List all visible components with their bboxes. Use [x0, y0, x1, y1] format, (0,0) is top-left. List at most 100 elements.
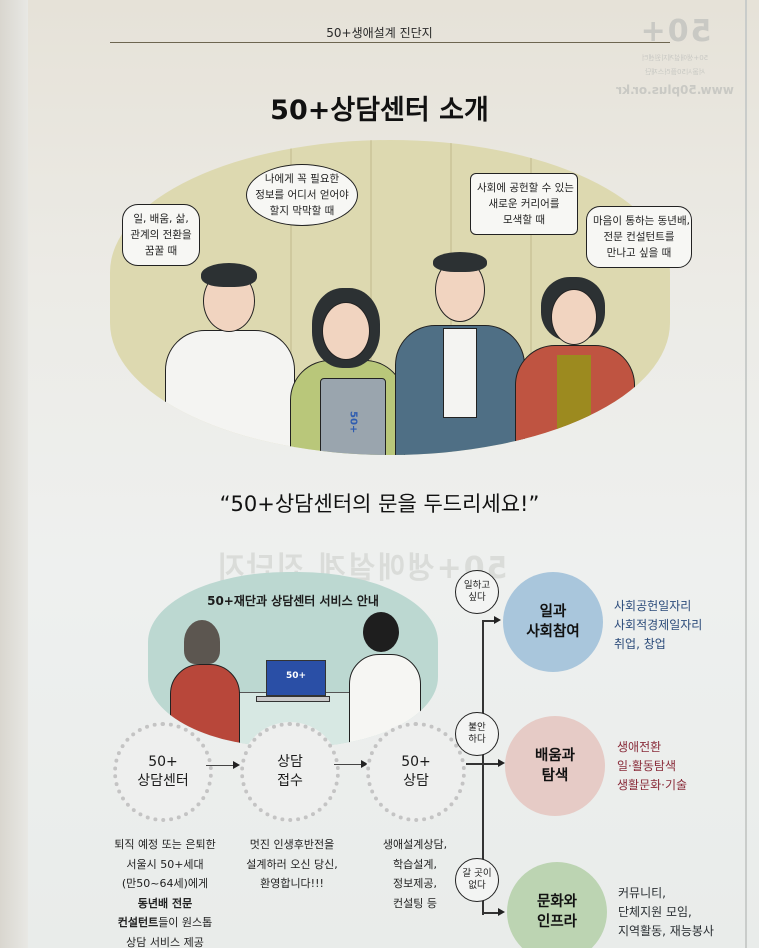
outcome-item: 지역활동, 재능봉사: [618, 924, 714, 938]
outcome-work-social-participation: 일과 사회참여: [503, 572, 603, 672]
feeling-line: 싶다: [468, 592, 486, 603]
bubble-line: 사회에 공헌할 수 있는: [477, 182, 574, 194]
branch-vertical-line: [482, 620, 484, 915]
outcome-culture-infrastructure: 문화와 인프라: [507, 862, 607, 948]
outcome-work-items: 사회공헌일자리 사회적경제일자리 취업, 창업: [614, 597, 702, 654]
branch-line: [466, 763, 498, 765]
outcome-line: 사회참여: [526, 624, 580, 640]
face: [551, 289, 597, 345]
bubble-line: 할지 막막할 때: [269, 205, 335, 217]
background-panel: [530, 140, 532, 455]
white-shirt: [165, 330, 295, 455]
arrow-right-icon: [494, 616, 501, 624]
ghost-logo-org-2: 서울시50플러스재단: [644, 68, 706, 76]
outcome-item: 사회적경제일자리: [614, 618, 703, 632]
feeling-line: 없다: [468, 880, 486, 891]
outcome-item: 사회공헌일자리: [614, 599, 692, 613]
step-consultation-intake: 상담 접수: [240, 722, 340, 822]
bubble-line: 정보를 어디서 얻어야: [255, 189, 349, 201]
bubble-line: 일, 배움, 삶,: [133, 213, 189, 225]
desc-line: 설계하러 오신 당신,: [246, 857, 338, 871]
speech-bubble-information: 나에게 꼭 필요한 정보를 어디서 얻어야 할지 막막할 때: [246, 164, 358, 226]
four-people-illustration: 50+: [110, 140, 670, 455]
headline-quote: “50+상담센터의 문을 두드리세요!”: [219, 492, 540, 516]
face: [322, 302, 370, 360]
page-left-margin: [0, 0, 28, 948]
feeling-line: 불안: [468, 722, 486, 733]
outcome-item: 생애전환: [617, 740, 662, 754]
desc-line: 정보제공,: [393, 877, 437, 890]
step-line: 상담센터: [137, 773, 189, 789]
branch-line: [482, 620, 496, 622]
speech-bubble-career: 사회에 공헌할 수 있는 새로운 커리어를 모색할 때: [470, 173, 578, 235]
desc-line: 멋진 인생후반전을: [249, 838, 335, 851]
tablet-with-logo: 50+: [320, 378, 386, 455]
speech-bubble-consultant: 마음이 통하는 동년배, 전문 컨설턴트를 만나고 싶을 때: [586, 206, 692, 268]
bubble-line: 모색할 때: [503, 214, 545, 226]
step-line: 50+: [148, 754, 178, 770]
counseling-illustration: 50+재단과 상담센터 서비스 안내 50+: [148, 572, 438, 747]
background-panel: [290, 140, 292, 455]
desc-line: 퇴직 예정 또는 은퇴한: [114, 838, 216, 851]
outcome-item: 단체지원 모임,: [618, 905, 692, 919]
bubble-line: 마음이 통하는 동년배,: [593, 215, 690, 227]
outcome-culture-items: 커뮤니티, 단체지원 모임, 지역활동, 재능봉사: [618, 884, 714, 941]
description-50plus-center: 퇴직 예정 또는 은퇴한 서울시 50+세대 (만50~64세)에게 동년배 전…: [95, 835, 235, 948]
desc-line: 들이 원스톱: [158, 916, 213, 929]
speech-bubble-transition: 일, 배움, 삶, 관계의 전환을 꿈꿀 때: [122, 204, 200, 266]
description-intake: 멋진 인생후반전을 설계하러 오신 당신, 환영합니다!!!: [232, 835, 352, 894]
outcome-item: 취업, 창업: [614, 637, 666, 651]
outcome-line: 탐색: [541, 768, 569, 784]
desc-line: 서울시 50+세대: [126, 857, 204, 871]
step-50plus-consultation: 50+ 상담: [366, 722, 466, 822]
branch-line: [482, 912, 498, 914]
bubble-line: 나에게 꼭 필요한: [264, 173, 340, 185]
desc-line: (만50~64세)에게: [121, 877, 209, 890]
arrow-right-icon: [498, 759, 505, 767]
step-line: 상담: [403, 773, 429, 789]
step-line: 상담: [277, 754, 303, 770]
feeling-nowhere-to-go: 갈 곳이 없다: [455, 858, 499, 902]
page-title: 50+상담센터 소개: [270, 95, 489, 126]
bubble-line: 전문 컨설턴트를: [603, 231, 675, 243]
step-line: 접수: [277, 773, 303, 789]
arrow-right-icon: [498, 908, 505, 916]
desc-line: 학습설계,: [393, 857, 437, 871]
bubble-line: 만나고 싶을 때: [606, 247, 672, 259]
desc-bold-word: 컨설턴트: [117, 916, 159, 929]
outcome-item: 생활문화·기술: [617, 778, 688, 792]
outcome-line: 문화와: [536, 894, 578, 910]
bubble-line: 꿈꿀 때: [144, 245, 178, 257]
feeling-line: 일하고: [463, 580, 491, 591]
laptop-base: [256, 696, 330, 702]
shirt-collar: [443, 328, 477, 418]
hair: [363, 612, 399, 652]
hair: [184, 620, 220, 664]
hair: [201, 263, 257, 287]
bubble-line: 관계의 전환을: [130, 229, 192, 241]
feeling-line: 하다: [468, 734, 486, 745]
bubble-line: 새로운 커리어를: [488, 198, 560, 210]
arrow-right-icon: [334, 760, 368, 768]
desc-line: 상담 서비스 제공: [126, 935, 204, 948]
ghost-logo-org-1: 50+생애설계지원센터: [641, 54, 709, 62]
background-panel: [370, 140, 372, 455]
hair: [433, 252, 487, 272]
description-consultation: 생애설계상담, 학습설계, 정보제공, 컨설팅 등: [365, 835, 465, 913]
person-woman-green-sweater: 50+: [290, 220, 405, 455]
desc-line: 생애설계상담,: [382, 838, 448, 851]
counseling-illustration-title: 50+재단과 상담센터 서비스 안내: [207, 594, 379, 608]
laptop-screen: 50+: [266, 660, 326, 696]
feeling-line: 갈 곳이: [462, 868, 492, 879]
desc-line: 컨설팅 등: [393, 896, 437, 910]
person-man-blue-suit: [395, 200, 525, 455]
page-right-edge: [745, 0, 747, 948]
step-50plus-center: 50+ 상담센터: [113, 722, 213, 822]
person-man-white-shirt: [165, 205, 295, 455]
outcome-line: 배움과: [534, 748, 576, 764]
arrow-right-icon: [206, 761, 240, 769]
outcome-line: 일과: [539, 604, 567, 620]
outcome-learning-exploration: 배움과 탐색: [505, 716, 605, 816]
person-woman-red-jacket: [515, 225, 635, 455]
step-line: 50+: [401, 754, 431, 770]
